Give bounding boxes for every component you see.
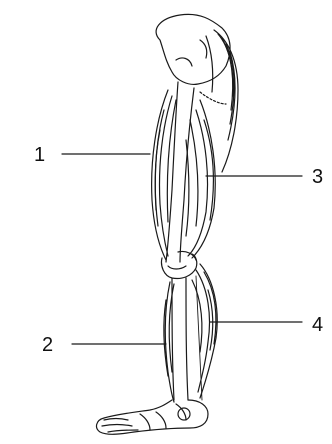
femur-bone — [166, 82, 194, 262]
pelvis-bone — [156, 14, 230, 84]
foot-bones — [97, 400, 208, 434]
label-4: 4 — [312, 315, 323, 335]
calf-muscle — [192, 264, 217, 398]
posterior-thigh-muscle — [186, 100, 215, 258]
label-3: 3 — [312, 167, 323, 187]
label-1: 1 — [34, 145, 45, 165]
label-2: 2 — [42, 335, 53, 355]
